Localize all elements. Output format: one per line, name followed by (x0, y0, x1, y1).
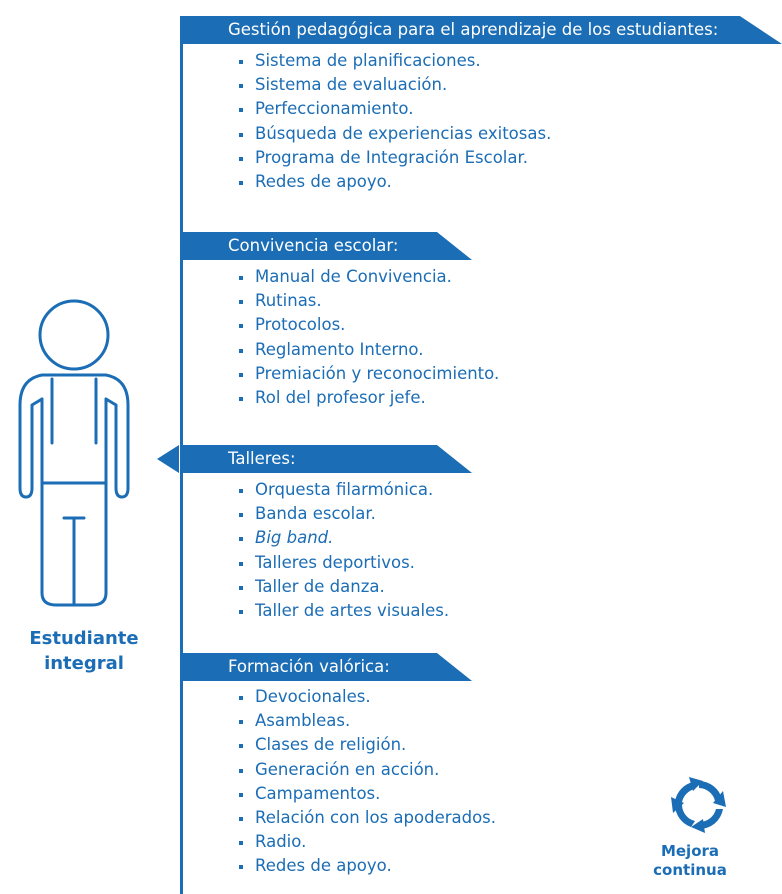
section-header-talleres: Talleres: (180, 445, 472, 473)
list-item: Reglamento Interno. (237, 338, 499, 362)
section-header-formacion: Formación valórica: (180, 653, 472, 681)
list-item: Búsqueda de experiencias exitosas. (237, 122, 551, 146)
list-item: Programa de Integración Escolar. (237, 146, 551, 170)
list-item: Devocionales. (237, 685, 496, 709)
improvement-label-line1: Mejora (660, 842, 720, 860)
student-icon (18, 299, 130, 607)
list-item: Radio. (237, 830, 496, 854)
list-item: Protocolos. (237, 313, 499, 337)
section-list-talleres: Orquesta filarmónica. Banda escolar. Big… (237, 478, 449, 623)
list-item: Banda escolar. (237, 502, 449, 526)
list-item: Generación en acción. (237, 758, 496, 782)
list-item: Clases de religión. (237, 733, 496, 757)
list-item: Redes de apoyo. (237, 854, 496, 878)
section-header-convivencia: Convivencia escolar: (180, 232, 472, 260)
list-item: Asambleas. (237, 709, 496, 733)
list-item: Talleres deportivos. (237, 551, 449, 575)
list-item: Redes de apoyo. (237, 170, 551, 194)
list-item: Perfeccionamiento. (237, 97, 551, 121)
list-item: Relación con los apoderados. (237, 806, 496, 830)
list-item: Big band. (237, 526, 449, 550)
student-label: Estudiante integral (0, 626, 168, 676)
pointer-arrow (157, 445, 179, 473)
list-item: Sistema de planificaciones. (237, 49, 551, 73)
list-item: Campamentos. (237, 782, 496, 806)
section-list-gestion: Sistema de planificaciones. Sistema de e… (237, 49, 551, 194)
list-item: Sistema de evaluación. (237, 73, 551, 97)
student-label-line1: Estudiante (29, 628, 139, 649)
list-item: Premiación y reconocimiento. (237, 362, 499, 386)
cycle-arrows-icon (671, 777, 726, 833)
list-item: Taller de danza. (237, 575, 449, 599)
student-label-line2: integral (44, 653, 124, 674)
list-item: Rol del profesor jefe. (237, 386, 499, 410)
list-item: Orquesta filarmónica. (237, 478, 449, 502)
list-item: Manual de Convivencia. (237, 265, 499, 289)
section-list-convivencia: Manual de Convivencia. Rutinas. Protocol… (237, 265, 499, 410)
section-header-gestion: Gestión pedagógica para el aprendizaje d… (180, 16, 782, 44)
improvement-label-line2: continua (653, 861, 727, 879)
list-item: Rutinas. (237, 289, 499, 313)
improvement-label: Mejora continua (640, 842, 740, 880)
list-item: Taller de artes visuales. (237, 599, 449, 623)
section-list-formacion: Devocionales. Asambleas. Clases de relig… (237, 685, 496, 879)
